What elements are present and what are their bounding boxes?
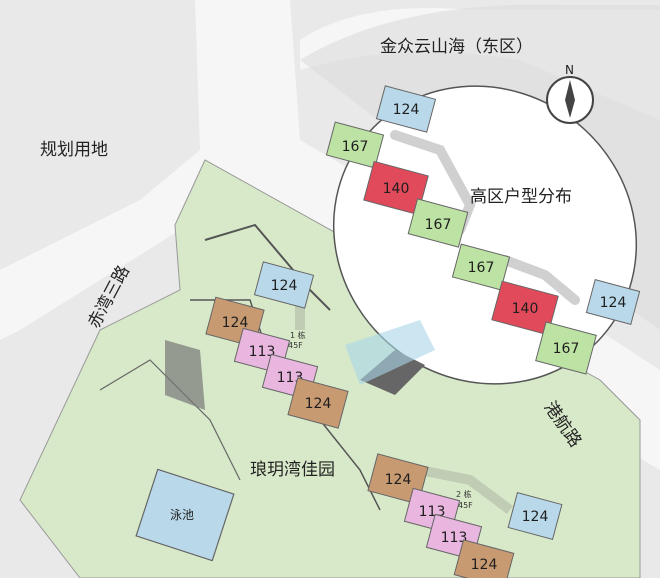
building-2-name: 2 栋 bbox=[456, 489, 472, 499]
unit-167-c[interactable]: 167 bbox=[451, 243, 511, 291]
unit-label: 124 bbox=[305, 396, 332, 412]
unit-label: 167 bbox=[553, 341, 580, 357]
unit-124-right[interactable]: 124 bbox=[585, 279, 641, 325]
corridor-b2 bbox=[419, 465, 513, 514]
unit-label: 124 bbox=[471, 557, 498, 573]
unit-label: 124 bbox=[385, 472, 412, 488]
unit-140-b[interactable]: 140 bbox=[491, 280, 559, 336]
building-1-name: 1 栋 bbox=[290, 330, 306, 340]
unit-124-b2-right[interactable]: 124 bbox=[507, 492, 563, 540]
unit-label: 167 bbox=[342, 139, 369, 155]
compass-label: N bbox=[565, 63, 574, 77]
pool-shape bbox=[135, 468, 235, 562]
garden-feature bbox=[165, 340, 205, 410]
unit-140-a[interactable]: 140 bbox=[363, 160, 429, 216]
unit-label: 124 bbox=[271, 278, 298, 294]
building-2-floors: 45F bbox=[458, 501, 473, 510]
unit-124-b2-bottom[interactable]: 124 bbox=[453, 539, 515, 578]
unit-label: 124 bbox=[600, 295, 627, 311]
unit-label: 124 bbox=[522, 509, 549, 525]
water-feature bbox=[345, 320, 435, 385]
unit-124-b1-bottom[interactable]: 124 bbox=[287, 377, 349, 429]
unit-label: 140 bbox=[512, 301, 539, 317]
east-zone-label: 金众云山海（东区） bbox=[380, 37, 533, 57]
planned-land-label: 规划用地 bbox=[40, 140, 108, 160]
corridor-bottom bbox=[500, 255, 580, 305]
unit-label: 124 bbox=[393, 102, 420, 118]
garden-path bbox=[204, 223, 331, 311]
unit-167-a[interactable]: 167 bbox=[325, 121, 385, 169]
compass-needle bbox=[565, 80, 575, 118]
building-1-floors: 45F bbox=[288, 341, 303, 350]
unit-124-top[interactable]: 124 bbox=[375, 85, 437, 133]
unit-124-b1-top[interactable]: 124 bbox=[253, 261, 315, 309]
unit-label: 113 bbox=[249, 344, 276, 360]
unit-label: 113 bbox=[441, 530, 468, 546]
high-zone-label: 高区户型分布 bbox=[470, 187, 572, 207]
unit-label: 167 bbox=[425, 217, 452, 233]
unit-167-d[interactable]: 167 bbox=[535, 321, 597, 375]
unit-label: 124 bbox=[222, 315, 249, 331]
unit-label: 167 bbox=[468, 260, 495, 276]
pool-label: 泳池 bbox=[170, 508, 195, 522]
garden-label: 琅玥湾佳园 bbox=[250, 460, 335, 480]
unit-167-b[interactable]: 167 bbox=[407, 198, 469, 248]
unit-label: 140 bbox=[383, 181, 410, 197]
